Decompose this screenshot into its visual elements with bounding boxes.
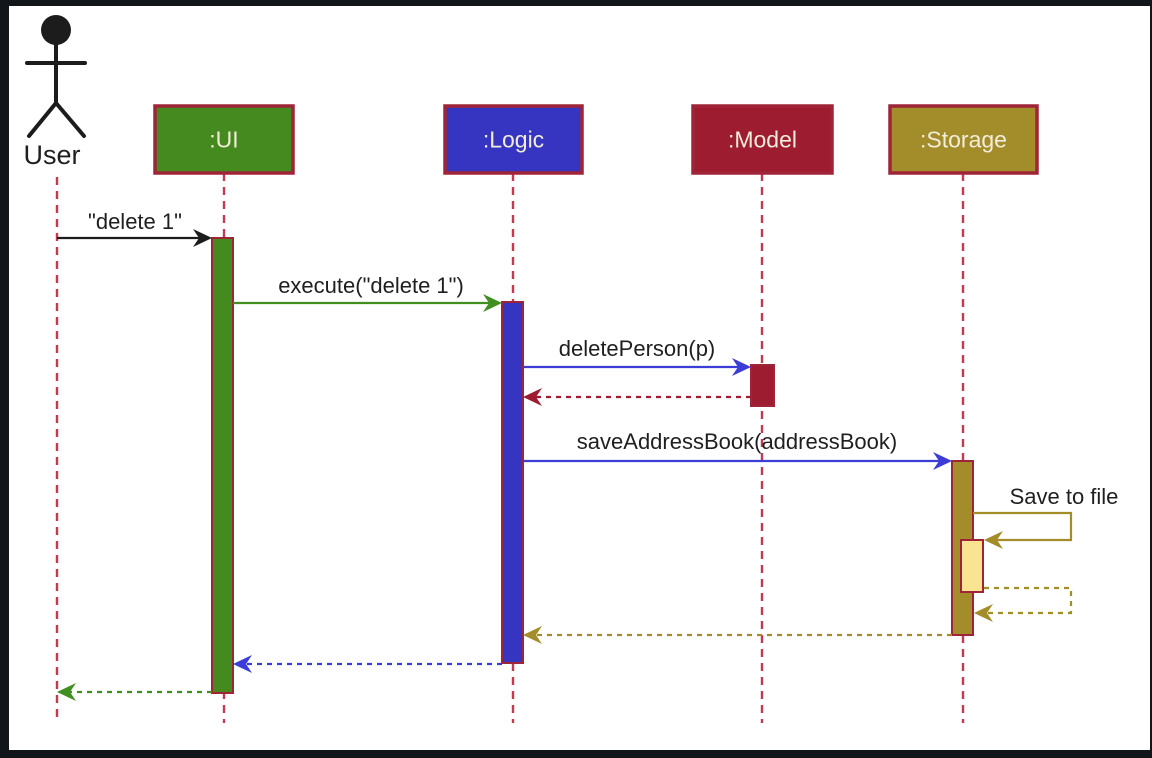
actor-head-icon (41, 15, 71, 45)
msg-save-address-book-label: saveAddressBook(addressBook) (577, 429, 897, 454)
logic-activation (501, 301, 524, 664)
storage-nested-activation (960, 539, 984, 593)
model-activation (750, 364, 775, 407)
participant-box-ui (153, 104, 295, 175)
ui-activation (211, 237, 234, 694)
msg-ui-return-arrowhead-icon (57, 683, 76, 701)
actor-name: User (23, 140, 80, 170)
msg-save-file-return-line (984, 586, 1073, 615)
msg-execute-arrowhead-icon (483, 294, 502, 312)
actor-leg-right-icon (54, 101, 86, 138)
msg-model-return-arrowhead-icon (523, 388, 542, 406)
msg-save-address-book-arrowhead-icon (933, 452, 952, 470)
msg-delete-1-arrowhead-icon (193, 229, 212, 247)
msg-delete-1-label: "delete 1" (88, 209, 182, 234)
msg-delete-person-arrowhead-icon (732, 358, 751, 376)
msg-execute-label: execute("delete 1") (278, 273, 464, 298)
msg-delete-person-label: deletePerson(p) (559, 336, 716, 361)
participant-box-logic (443, 104, 584, 175)
msg-save-to-file-label: Save to file (1010, 484, 1119, 509)
msg-storage-return-arrowhead-icon (523, 626, 542, 644)
msg-logic-return-arrowhead-icon (233, 655, 252, 673)
participant-box-model (691, 104, 834, 175)
participant-label-storage: :Storage (920, 127, 1007, 153)
msg-save-to-file-line (973, 511, 1073, 542)
participant-label-model: :Model (728, 127, 797, 153)
msg-save-file-return-arrowhead-icon (974, 604, 993, 622)
actor-leg-left-icon (27, 101, 58, 138)
msg-save-to-file-arrowhead-icon (984, 531, 1003, 549)
participant-label-logic: :Logic (483, 127, 544, 153)
participant-box-storage (888, 104, 1039, 175)
participant-label-ui: :UI (209, 127, 238, 153)
